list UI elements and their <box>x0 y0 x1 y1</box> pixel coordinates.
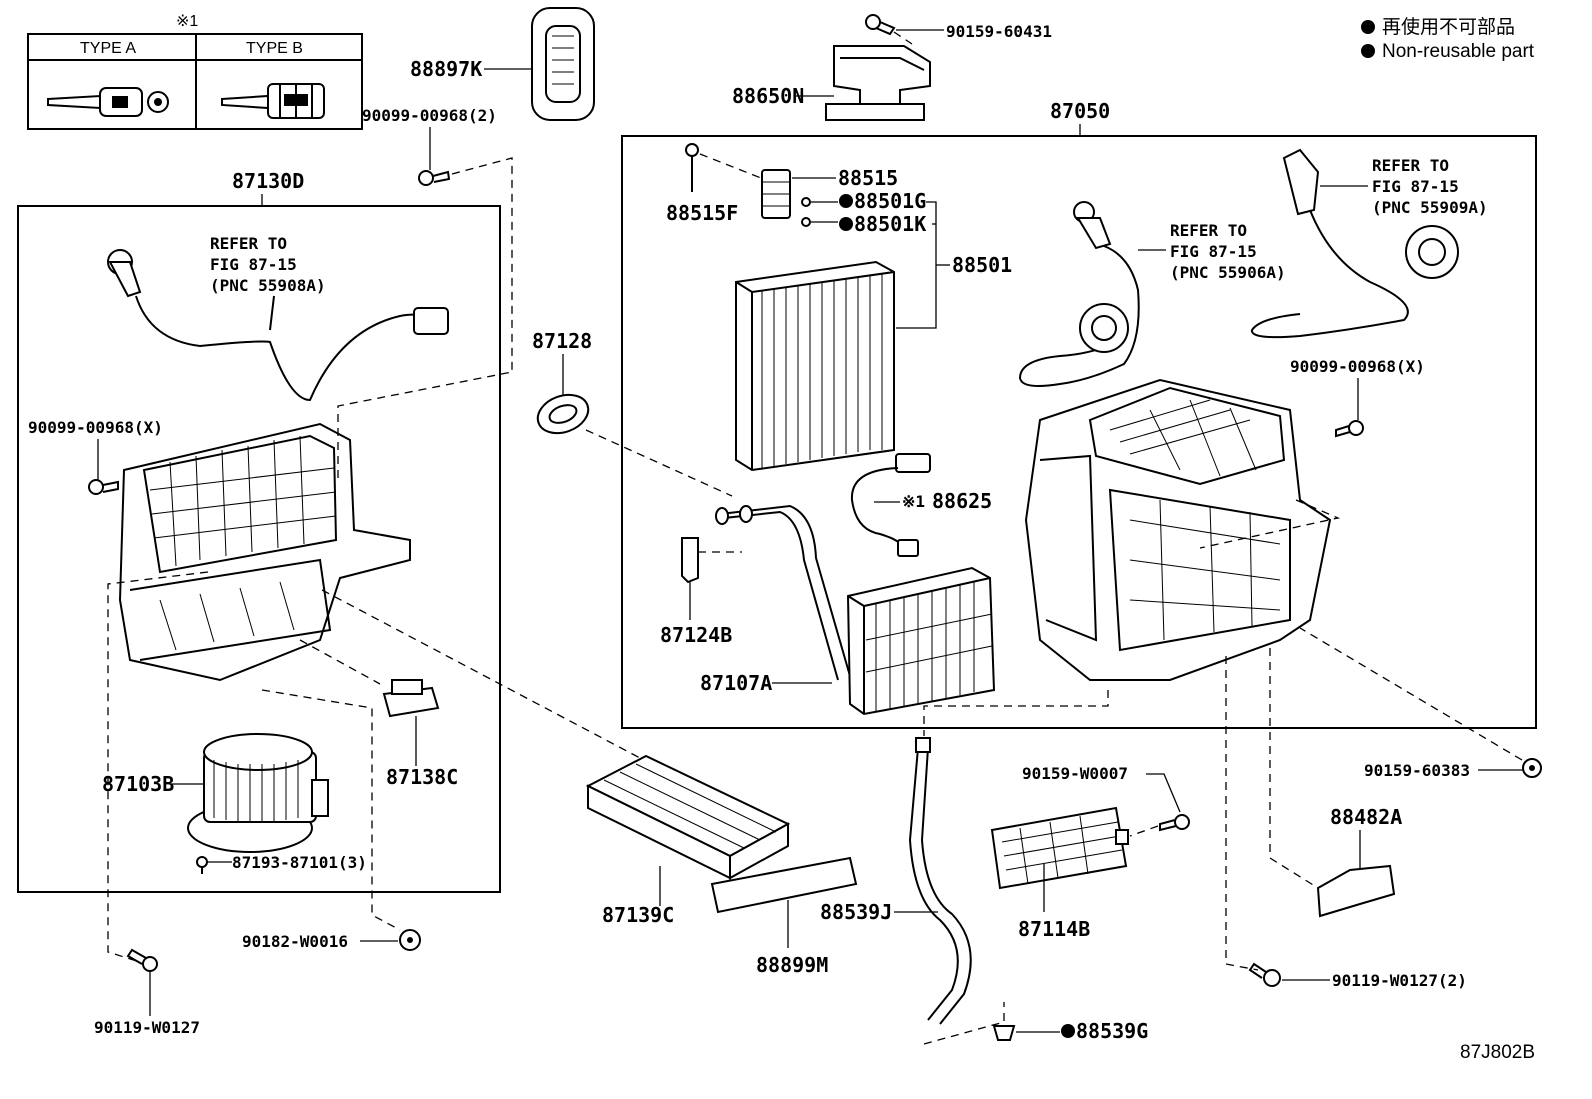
connector-type-a-icon <box>47 87 169 117</box>
part-88899M <box>710 856 858 948</box>
non-reusable-dot-icon <box>839 194 853 208</box>
part-88897K: 88897K <box>410 7 595 121</box>
label-90099-00968-2: 90099-00968(2) <box>362 106 497 125</box>
connector-type-b-icon <box>221 83 325 119</box>
label-88501G: 88501G <box>854 189 926 213</box>
part-87138C <box>382 679 440 766</box>
refer-note-right-2: FIG 87-15 <box>1372 177 1459 196</box>
label-87050: 87050 <box>1050 99 1110 123</box>
part-90159-60383: 90159-60383 <box>1299 627 1542 780</box>
refer-note-right-3: (PNC 55909A) <box>1372 198 1488 217</box>
label-87193-87101-3: 87193-87101(3) <box>232 853 367 872</box>
part-90099-00968-2: 90099-00968(2) <box>362 106 513 372</box>
label-87138C: 87138C <box>386 765 458 789</box>
label-87124B: 87124B <box>660 623 732 647</box>
label-88625: 88625 <box>932 489 992 513</box>
label-88539G: 88539G <box>1076 1019 1148 1043</box>
part-88501 <box>735 260 895 472</box>
label-90159-W0007: 90159-W0007 <box>1022 764 1128 783</box>
label-90099-00968-X-left: 90099-00968(X) <box>28 418 163 437</box>
refer-note-left-1: REFER TO <box>210 234 287 253</box>
part-87139C <box>321 589 791 906</box>
refer-note-left-3: (PNC 55908A) <box>210 276 326 295</box>
label-90159-60431: 90159-60431 <box>946 22 1052 41</box>
label-88897K: 88897K <box>410 57 482 81</box>
blower-housing <box>118 422 411 682</box>
label-87128: 87128 <box>532 329 592 353</box>
legend-line-en: Non-reusable part <box>1382 41 1535 62</box>
label-88515F: 88515F <box>666 201 738 225</box>
type-table-mark: ※1 <box>176 13 198 30</box>
label-88539J: 88539J <box>820 900 892 924</box>
part-90119-W0127: 90119-W0127 <box>94 571 209 1037</box>
non-reusable-dot-icon <box>1361 44 1375 58</box>
label-88650N: 88650N <box>732 84 804 108</box>
refer-note-middle-2: FIG 87-15 <box>1170 242 1257 261</box>
legend-line-jp: 再使用不可部品 <box>1382 16 1515 38</box>
part-87128: 87128 <box>532 329 733 497</box>
label-90159-60383: 90159-60383 <box>1364 761 1470 780</box>
label-87139C: 87139C <box>602 903 674 927</box>
legend: 再使用不可部品 Non-reusable part <box>1361 16 1535 62</box>
refer-note-right-1: REFER TO <box>1372 156 1449 175</box>
label-87107A: 87107A <box>700 671 772 695</box>
part-88625 <box>850 453 931 557</box>
part-88539G: 88539G <box>923 1002 1148 1045</box>
non-reusable-dot-icon <box>1061 1024 1075 1038</box>
harness-55906A <box>1018 201 1140 387</box>
part-87103B <box>187 733 329 853</box>
type-table: ※1 TYPE A TYPE B <box>27 13 363 130</box>
refer-note-middle-3: (PNC 55906A) <box>1170 263 1286 282</box>
part-87114B <box>990 806 1129 912</box>
label-88899M: 88899M <box>756 953 828 977</box>
assembly-87050: 87050 88515F 88515 88501G 88501K 88501 <box>621 99 1537 736</box>
label-90099-00968-X-right: 90099-00968(X) <box>1290 357 1425 376</box>
type-b-label: TYPE B <box>246 40 303 57</box>
harness-55908A <box>107 249 449 402</box>
non-reusable-dot-icon <box>839 217 853 231</box>
label-88482A: 88482A <box>1330 805 1402 829</box>
label-88501K: 88501K <box>854 212 926 236</box>
part-88482A: 88482A <box>1269 648 1402 918</box>
label-88625-mark: ※1 <box>902 492 925 511</box>
refer-note-middle-1: REFER TO <box>1170 221 1247 240</box>
part-88539J <box>894 737 972 1025</box>
part-90159-W0007: 90159-W0007 <box>1022 764 1190 837</box>
label-87103B: 87103B <box>102 772 174 796</box>
label-88515: 88515 <box>838 166 898 190</box>
label-90119-W0127: 90119-W0127 <box>94 1018 200 1037</box>
label-90182-W0016: 90182-W0016 <box>242 932 348 951</box>
type-a-label: TYPE A <box>80 40 136 57</box>
hvac-housing <box>1024 378 1332 681</box>
part-87107A <box>715 504 996 716</box>
part-90182-W0016: 90182-W0016 <box>242 929 421 951</box>
part-90159-60431: 90159-60431 <box>865 14 1052 45</box>
non-reusable-dot-icon <box>1361 20 1375 34</box>
label-87114B: 87114B <box>1018 917 1090 941</box>
diagram-code: 87J802B <box>1460 1042 1535 1063</box>
label-90119-W0127-2: 90119-W0127(2) <box>1332 971 1467 990</box>
label-88501: 88501 <box>952 253 1012 277</box>
harness-55909A <box>1251 148 1459 339</box>
label-87130D: 87130D <box>232 169 304 193</box>
part-90119-W0127-2: 90119-W0127(2) <box>1225 656 1467 990</box>
assembly-87130D: 87130D REFER TO FIG 87-15 (PNC 55908A) <box>17 169 513 931</box>
refer-note-left-2: FIG 87-15 <box>210 255 297 274</box>
part-88650N: 88650N <box>732 45 931 121</box>
